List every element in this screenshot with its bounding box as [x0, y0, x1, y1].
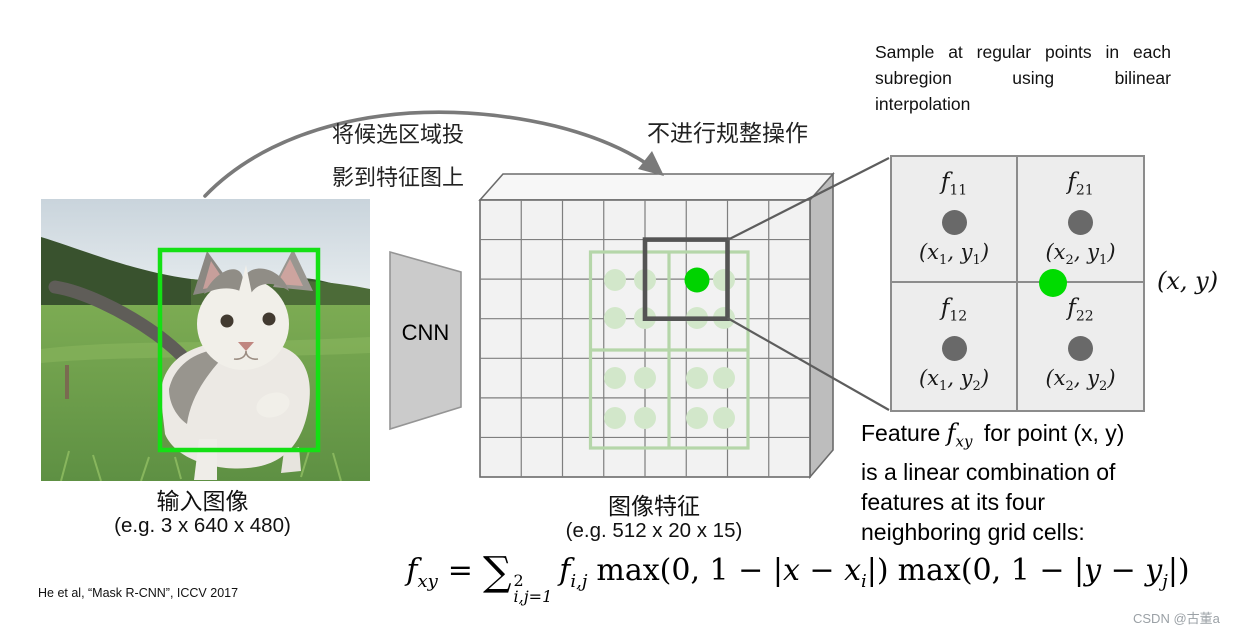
no-quantization-label: 不进行规整操作: [647, 120, 808, 146]
feature-map-caption: 图像特征 (e.g. 512 x 20 x 15): [565, 493, 743, 542]
cnn-label: CNN: [401, 320, 450, 345]
grid-horizontal-divider: [892, 281, 1143, 283]
projection-arrow: [203, 110, 664, 198]
cat: [48, 249, 313, 480]
feature-map-right-face: [809, 171, 834, 480]
feature-combination-note: Feature fxy for point (x, y) is a linear…: [861, 419, 1125, 545]
csdn-watermark: CSDN @古董a: [1133, 611, 1220, 626]
bilinear-note-line1: Sample at regular points in each: [875, 42, 1171, 62]
feature-map: [478, 157, 890, 480]
bilinear-note-line2: subregion using bilinear: [875, 68, 1171, 88]
feature-dot: [941, 335, 967, 361]
photo-fence-post: [65, 365, 69, 399]
roi-box: [588, 250, 750, 450]
cnn-block: [389, 250, 462, 431]
sum-symbol: ∑: [482, 549, 512, 595]
feature-dot: [1068, 335, 1093, 361]
zoom-cell-box: [642, 237, 730, 322]
citation: He et al, “Mask R-CNN”, ICCV 2017: [38, 586, 239, 600]
zoom-connector-lines: [726, 157, 890, 411]
input-image-caption: 输入图像 (e.g. 3 x 640 x 480): [114, 488, 291, 537]
cat-bounding-box: [157, 247, 321, 453]
bilinear-detail-grid: f11 (x1, y1) f21 (x2, y1) f12 (x1, y2) f…: [890, 155, 1145, 412]
active-sample-point: [684, 267, 710, 293]
bilinear-note: Sample at regular points in each subregi…: [875, 39, 1171, 117]
point-xy-label: (x, y): [1157, 267, 1219, 295]
interpolated-point-dot: [1039, 269, 1067, 297]
feature-map-top-face: [478, 173, 835, 201]
feature-dot: [941, 209, 967, 235]
feature-dot: [1068, 209, 1093, 235]
grid-vertical-divider: [1016, 157, 1018, 410]
bilinear-note-line3: interpolation: [875, 94, 971, 114]
projection-label: 将候选区域投 影到特征图上: [332, 122, 465, 190]
grid-cell-22: f22 (x2, y2): [1045, 295, 1116, 394]
photo-grass-blades: [60, 450, 342, 481]
projection-arrowhead: [638, 151, 664, 176]
grid-cell-21: f21 (x2, y1): [1045, 169, 1116, 268]
input-image-photo: [41, 199, 370, 481]
grid-cell-12: f12 (x1, y2): [918, 295, 990, 394]
grid-cell-11: f11 (x1, y1): [918, 169, 990, 268]
